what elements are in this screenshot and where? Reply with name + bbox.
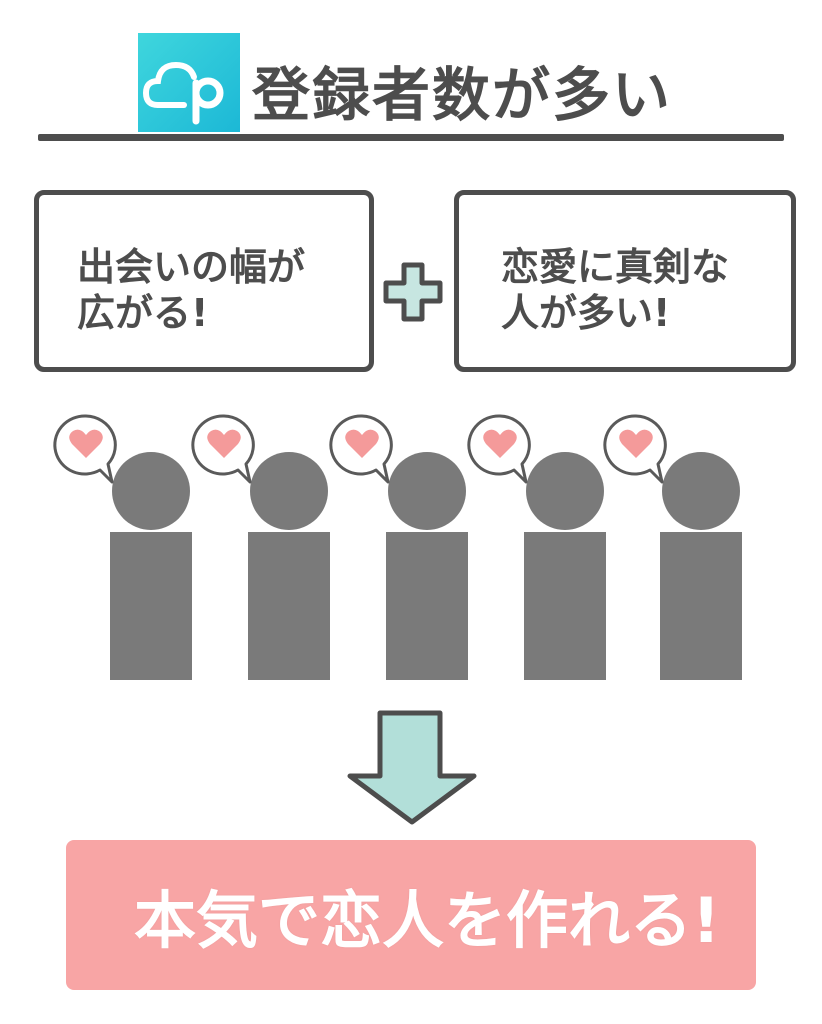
result-banner: 本気で恋人を作れる!: [66, 840, 756, 990]
cloud-p-logo-icon: [138, 33, 240, 132]
heart-icon: [207, 429, 241, 458]
person-head: [388, 452, 466, 530]
person-body: [386, 532, 468, 680]
person-head: [662, 452, 740, 530]
heart-icon: [69, 429, 103, 458]
person-icon: [248, 452, 330, 680]
benefit-right-line2: 人が多い!: [501, 291, 671, 335]
person-head: [526, 452, 604, 530]
person-icon: [386, 452, 468, 680]
heart-icon: [619, 429, 653, 458]
heart-icon: [483, 429, 517, 458]
person-body: [248, 532, 330, 680]
heart-bubble-icon: [53, 414, 117, 484]
plus-icon: [383, 262, 443, 322]
person-icon: [110, 452, 192, 680]
benefit-right-line1: 恋愛に真剣な: [501, 245, 730, 289]
person-head: [250, 452, 328, 530]
benefit-left-line2: 広がる!: [77, 291, 209, 335]
result-text: 本気で恋人を作れる!: [134, 884, 721, 957]
heart-icon: [345, 429, 379, 458]
down-arrow-icon: [347, 710, 477, 825]
heart-bubble-icon: [329, 414, 393, 484]
heart-bubble-icon: [603, 414, 667, 484]
heart-bubble-icon: [191, 414, 255, 484]
benefit-left-line1: 出会いの幅が: [77, 245, 306, 289]
benefit-box-left: 出会いの幅が 広がる!: [34, 190, 374, 372]
person-icon: [660, 452, 742, 680]
person-body: [660, 532, 742, 680]
benefit-box-right: 恋愛に真剣な 人が多い!: [454, 190, 796, 372]
person-body: [524, 532, 606, 680]
title-underline: [38, 134, 784, 141]
page-title: 登録者数が多い: [252, 61, 673, 129]
person-icon: [524, 452, 606, 680]
heart-bubble-icon: [467, 414, 531, 484]
person-head: [112, 452, 190, 530]
person-body: [110, 532, 192, 680]
